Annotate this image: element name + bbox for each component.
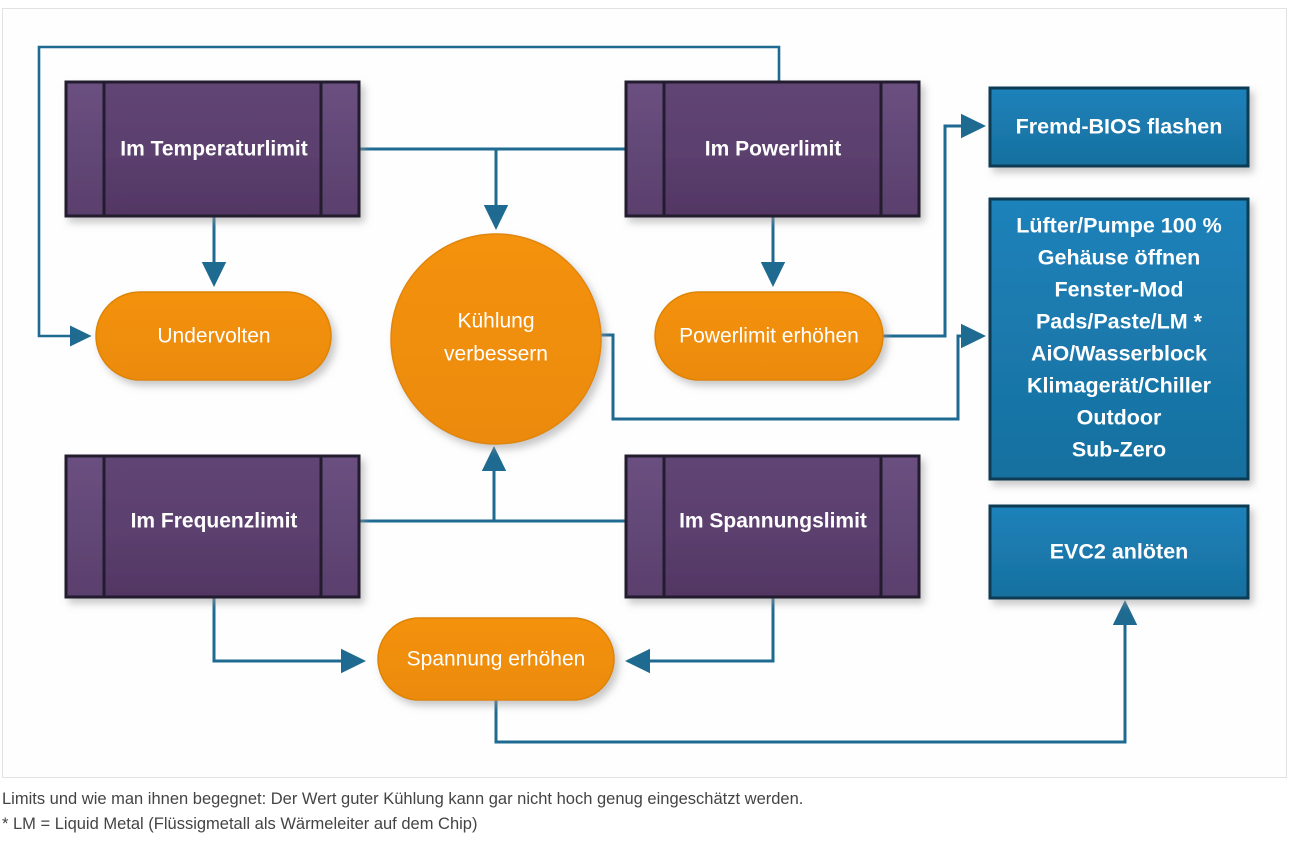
node-im-spannungslimit[interactable]: Im Spannungslimit — [624, 454, 921, 599]
diagram-frame: Im Temperaturlimit Im Powerlimit Im Freq… — [2, 8, 1287, 778]
node-label-line-1: Lüfter/Pumpe 100 % — [1016, 214, 1222, 238]
flowchart-canvas: Im Temperaturlimit Im Powerlimit Im Freq… — [37, 45, 1250, 744]
node-label: Spannung erhöhen — [407, 648, 586, 671]
node-kuehlmassnahmen[interactable]: Lüfter/Pumpe 100 % Gehäuse öffnen Fenste… — [988, 197, 1250, 481]
node-body — [377, 617, 615, 701]
node-body — [624, 80, 921, 218]
node-label-line-7: Outdoor — [1077, 406, 1162, 430]
node-im-frequenzlimit[interactable]: Im Frequenzlimit — [64, 454, 361, 599]
edge-powerlimit-erhoehen-to-fremd-bios — [883, 113, 986, 338]
node-label-line-1: Kühlung — [457, 310, 534, 333]
node-right-bar — [319, 80, 361, 218]
node-label: Powerlimit erhöhen — [679, 325, 859, 348]
node-left-bar — [64, 454, 106, 599]
node-fremd-bios-flashen[interactable]: Fremd-BIOS flashen — [988, 86, 1250, 168]
node-spannung-erhoehen[interactable]: Spannung erhöhen — [377, 617, 615, 701]
node-evc2-anloeten[interactable]: EVC2 anlöten — [988, 504, 1250, 600]
node-im-temperaturlimit[interactable]: Im Temperaturlimit — [64, 80, 361, 218]
caption-line-2: * LM = Liquid Metal (Flüssigmetall als W… — [2, 815, 478, 833]
node-body — [95, 291, 332, 381]
node-im-powerlimit[interactable]: Im Powerlimit — [624, 80, 921, 218]
node-label: Im Frequenzlimit — [131, 510, 298, 533]
node-right-bar — [879, 80, 921, 218]
node-label: EVC2 anlöten — [1050, 540, 1189, 564]
node-label-line-2: Gehäuse öffnen — [1038, 246, 1200, 270]
node-label-line-6: Klimagerät/Chiller — [1027, 374, 1212, 398]
node-powerlimit-erhoehen[interactable]: Powerlimit erhöhen — [654, 291, 884, 381]
edge-kuehlung-to-kuehlmassnahmen — [599, 323, 986, 421]
connector-layer — [37, 45, 1138, 744]
node-body — [64, 80, 361, 218]
node-left-bar — [64, 80, 106, 218]
caption-line-1: Limits und wie man ihnen begegnet: Der W… — [2, 790, 804, 808]
node-left-bar — [624, 80, 666, 218]
node-body — [64, 454, 361, 599]
node-body — [988, 86, 1250, 168]
node-label: Im Powerlimit — [705, 138, 842, 161]
node-label: Im Spannungslimit — [679, 510, 867, 533]
node-body — [988, 504, 1250, 600]
node-label-line-5: AiO/Wasserblock — [1031, 342, 1207, 366]
node-body — [624, 454, 921, 599]
node-label-line-8: Sub-Zero — [1072, 438, 1166, 462]
node-body — [390, 233, 602, 445]
node-label: Undervolten — [157, 325, 270, 348]
edge-powerlimit-to-undervolten — [37, 45, 781, 347]
node-right-bar — [879, 454, 921, 599]
node-label-line-2: verbessern — [444, 343, 548, 366]
node-kuehlung-verbessern[interactable]: Kühlung verbessern — [390, 233, 602, 445]
node-label: Im Temperaturlimit — [120, 138, 307, 161]
node-label-line-3: Fenster-Mod — [1055, 278, 1184, 302]
node-undervolten[interactable]: Undervolten — [95, 291, 332, 381]
node-left-bar — [624, 454, 666, 599]
node-body — [988, 197, 1250, 481]
node-right-bar — [319, 454, 361, 599]
edge-frequenzlimit-to-spannung-erhoehen — [212, 597, 366, 674]
node-body — [654, 291, 884, 381]
node-label: Fremd-BIOS flashen — [1016, 115, 1223, 139]
edge-spannung-erhoehen-to-evc2 — [494, 600, 1138, 744]
edge-spannungslimit-to-spannung-erhoehen — [625, 597, 775, 674]
node-label-line-4: Pads/Paste/LM * — [1036, 310, 1203, 334]
